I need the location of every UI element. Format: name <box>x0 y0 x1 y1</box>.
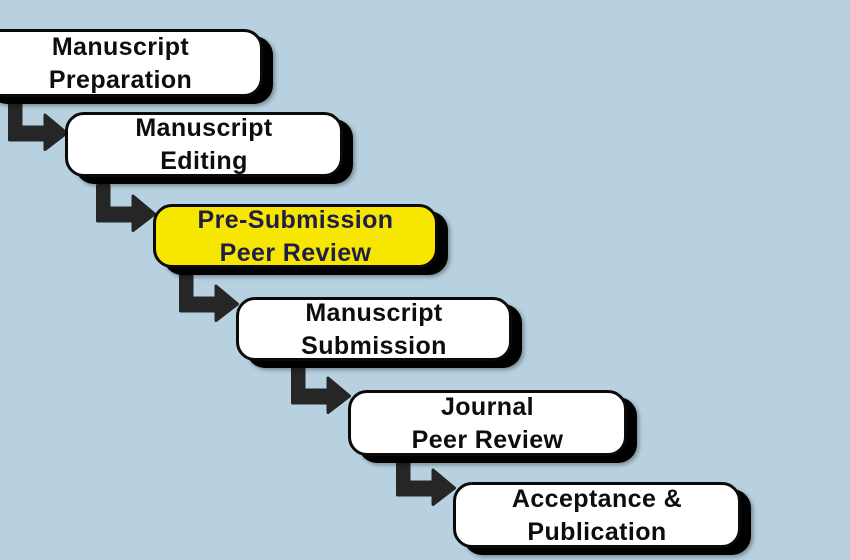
elbow-arrow-icon <box>8 103 68 151</box>
step-box-pre-submission-peer-review: Pre-Submission Peer Review <box>153 204 438 268</box>
step-label-line: Pre-Submission <box>197 205 394 234</box>
step-label-line: Peer Review <box>411 425 564 454</box>
step-label-line: Manuscript <box>305 298 443 327</box>
step-box-manuscript-preparation: Manuscript Preparation <box>0 29 263 97</box>
elbow-arrow-icon <box>96 184 156 232</box>
step-box-journal-peer-review: Journal Peer Review <box>348 390 627 456</box>
step-label-line: Manuscript <box>135 114 273 142</box>
step-label-line: Journal <box>440 392 535 421</box>
elbow-arrow-icon <box>396 458 456 506</box>
step-label-line: Acceptance & <box>511 484 683 513</box>
step-box-manuscript-editing: Manuscript Editing <box>65 112 343 177</box>
elbow-arrow-icon <box>291 366 351 414</box>
step-label-line: Manuscript <box>51 32 190 61</box>
step-label-line: Editing <box>160 147 248 175</box>
step-box-manuscript-submission: Manuscript Submission <box>236 297 512 361</box>
step-label-line: Publication <box>527 517 667 546</box>
step-box-acceptance-publication: Acceptance & Publication <box>453 482 741 548</box>
step-label-line: Submission <box>301 331 447 360</box>
step-label-line: Peer Review <box>219 238 372 267</box>
elbow-arrow-icon <box>179 274 239 322</box>
step-label-line: Preparation <box>48 65 193 94</box>
